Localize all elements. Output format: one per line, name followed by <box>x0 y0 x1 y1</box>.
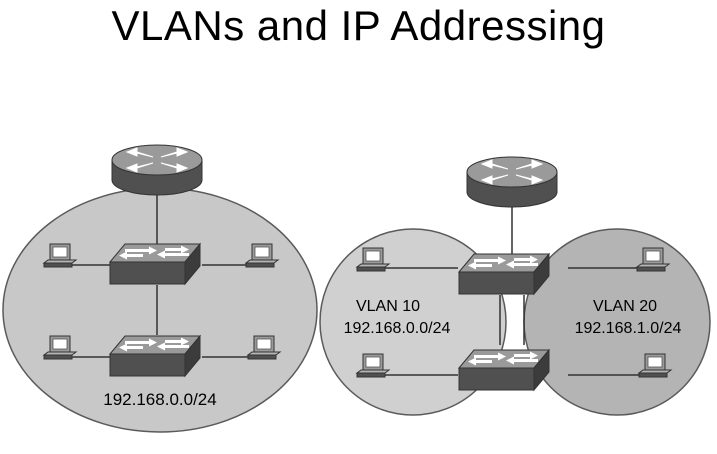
vlan10-label: VLAN 10 <box>356 298 420 315</box>
right-links <box>382 205 640 376</box>
page-title: VLANs and IP Addressing <box>111 2 606 49</box>
left-router-icon <box>111 144 203 196</box>
right-switch-top-icon <box>458 253 550 295</box>
vlan20-subnet-label: 192.168.1.0/24 <box>575 320 682 337</box>
vlan20-label: VLAN 20 <box>593 298 657 315</box>
left-switch-top-icon <box>109 243 201 285</box>
left-switch-bottom-icon <box>109 335 201 377</box>
vlan10-subnet-label: 192.168.0.0/24 <box>344 320 451 337</box>
left-subnet-label: 192.168.0.0/24 <box>103 390 216 409</box>
right-router-icon <box>466 156 558 208</box>
right-switch-bottom-icon <box>458 349 550 391</box>
